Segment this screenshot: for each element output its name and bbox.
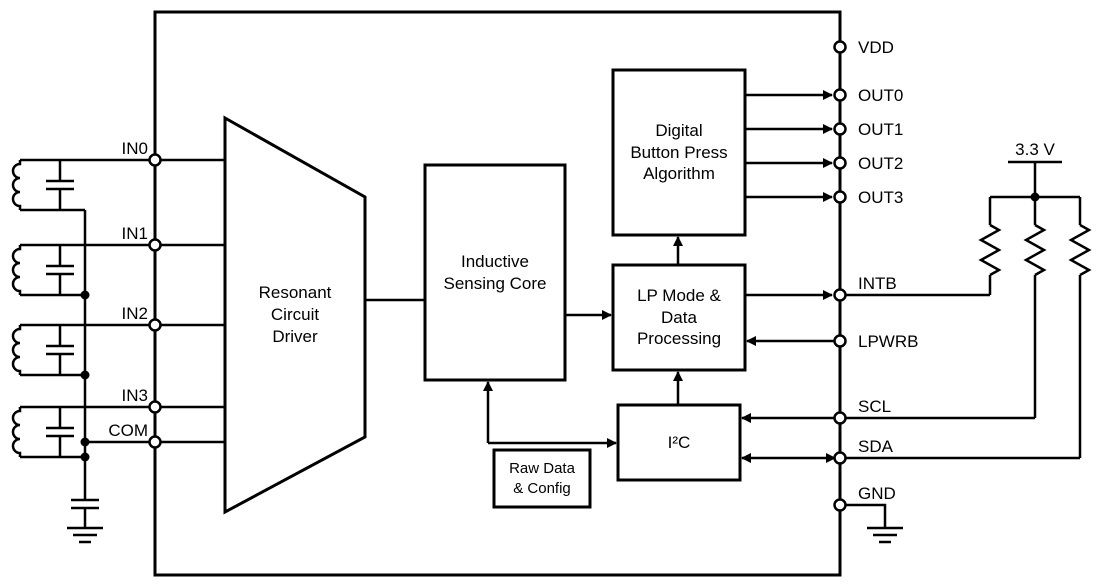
pin-label-in1: IN1: [121, 224, 148, 243]
lc-tank-in1: [11, 243, 226, 297]
pin-in1: [148, 238, 162, 252]
com-capacitor-symbol: [71, 498, 99, 528]
inductive-sensing-core-block: [423, 163, 567, 382]
lc-tank-in3: [11, 405, 226, 459]
lp-mode-data-processing-block: [611, 263, 747, 372]
resistor-symbol: [1068, 223, 1092, 277]
raw-data-config-block: [492, 448, 592, 509]
junction-dot: [80, 452, 90, 462]
capacitor-symbol: [46, 407, 74, 457]
pin-label-com: COM: [108, 421, 148, 440]
pin-in2: [148, 318, 162, 332]
pin-in3: [148, 400, 162, 414]
lc-tank-in2: [11, 323, 226, 377]
pin-scl: [833, 411, 847, 425]
wire-gnd-external: [845, 503, 887, 528]
inductor-symbol: [11, 160, 22, 210]
pin-label-out2: OUT2: [858, 154, 904, 173]
pin-label-in0: IN0: [121, 139, 148, 158]
supply-3v3-label: 3.3 V: [1015, 140, 1055, 159]
pullup-resistor-scl: [1023, 197, 1047, 418]
junction-dot: [80, 370, 90, 380]
pin-label-gnd: GND: [858, 484, 896, 503]
digital-button-press-algorithm-block: [611, 68, 747, 237]
pullup-resistor-intb: [978, 197, 1002, 295]
lc-tank-in0: [11, 158, 226, 212]
supply-3v3-symbol: [1008, 160, 1062, 197]
pin-label-in3: IN3: [121, 386, 148, 405]
pin-label-scl: SCL: [858, 397, 892, 416]
pin-intb: [833, 288, 847, 302]
pin-lpwrb: [833, 334, 847, 348]
pin-out2: [833, 156, 847, 170]
junction-dot: [1030, 192, 1040, 202]
pullup-resistor-sda: [1068, 197, 1092, 458]
pin-label-vdd: VDD: [858, 38, 894, 57]
pin-out0: [833, 88, 847, 102]
pin-in0: [148, 153, 162, 167]
ground-symbol-gnd: [867, 526, 903, 544]
pin-sda: [833, 451, 847, 465]
pin-label-out1: OUT1: [858, 120, 904, 139]
pin-label-in2: IN2: [121, 304, 148, 323]
pin-label-intb: INTB: [858, 274, 897, 293]
pin-out1: [833, 122, 847, 136]
capacitor-symbol: [46, 245, 74, 295]
pin-com: [148, 435, 162, 449]
resistor-symbol: [1023, 223, 1047, 277]
inductor-symbol: [11, 325, 22, 375]
i2c-block: [616, 403, 742, 482]
pin-out3: [833, 190, 847, 204]
capacitor-symbol: [46, 325, 74, 375]
pin-vdd: [833, 40, 847, 54]
resonant-circuit-driver-block: [223, 115, 367, 515]
pin-label-lpwrb: LPWRB: [858, 332, 919, 351]
pin-gnd: [833, 498, 847, 512]
inductor-symbol: [11, 245, 22, 295]
pin-label-out0: OUT0: [858, 86, 904, 105]
resistor-symbol: [978, 223, 1002, 277]
capacitor-symbol: [46, 160, 74, 210]
ground-symbol-com: [67, 526, 103, 544]
junction-dot: [80, 437, 90, 447]
junction-dot: [80, 290, 90, 300]
inductor-symbol: [11, 407, 22, 457]
pin-label-sda: SDA: [858, 437, 893, 456]
pin-label-out3: OUT3: [858, 188, 904, 207]
